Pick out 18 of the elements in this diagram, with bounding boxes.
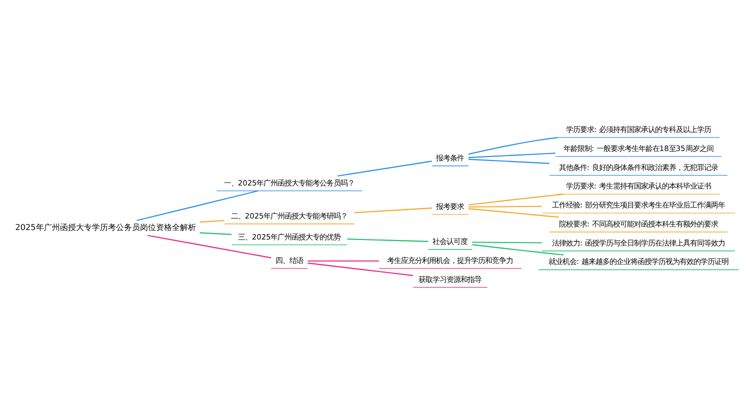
connector xyxy=(468,137,558,155)
connector xyxy=(308,260,379,262)
connector xyxy=(200,220,224,223)
connector xyxy=(468,208,559,218)
connector xyxy=(468,158,550,164)
connector xyxy=(468,152,556,158)
connector xyxy=(347,238,428,242)
connector xyxy=(468,206,542,208)
connector xyxy=(468,194,564,206)
node-text: 2025年广州函授大专学历考公务员岗位资格全解析 xyxy=(15,222,196,232)
connector xyxy=(147,234,272,258)
connector xyxy=(200,232,232,235)
connector xyxy=(472,242,542,244)
connector xyxy=(308,262,414,276)
connector xyxy=(472,244,564,256)
connector xyxy=(136,190,258,221)
connector xyxy=(337,160,432,177)
connector xyxy=(354,208,432,214)
